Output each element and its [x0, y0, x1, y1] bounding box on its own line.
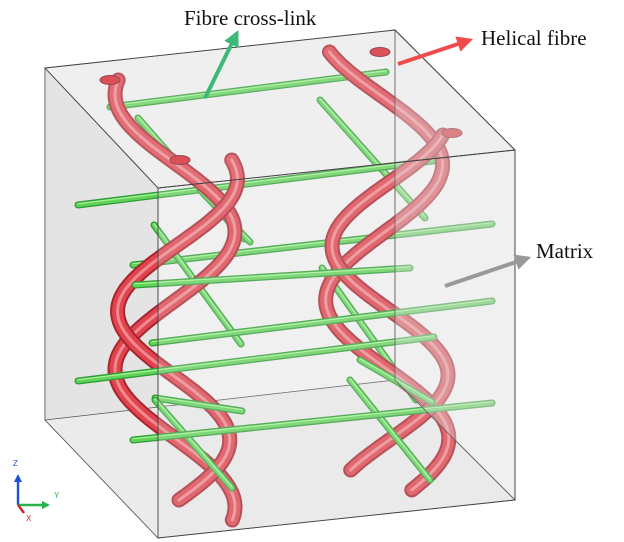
cross-link-rod-highlight: [154, 398, 233, 488]
cross-link-rod: [152, 397, 235, 491]
cross-link-rod: [75, 334, 437, 384]
cross-link-rod: [132, 265, 413, 288]
cross-link-arrow: [203, 30, 239, 99]
cross-link-rod: [130, 221, 495, 268]
cross-link-label: Fibre cross-link: [184, 6, 317, 30]
helical-fibre-end-cap: [99, 75, 121, 85]
cross-link-rod-highlight: [154, 396, 243, 411]
helical-fibre-highlight: [113, 78, 237, 522]
cross-link-rod: [152, 395, 245, 414]
cross-link-rod-highlight: [77, 158, 441, 205]
axis-x-label: X: [26, 514, 32, 523]
cross-link-rod-highlight: [151, 299, 493, 343]
axis-z-arrowhead: [14, 474, 22, 482]
axis-x-line: [17, 504, 25, 514]
axis-z-label: Z: [13, 459, 18, 468]
cross-link-rod-highlight: [349, 378, 431, 480]
cross-link-rod-highlight: [132, 401, 493, 440]
cross-link-rod-highlight: [319, 98, 426, 218]
helical-fibre-end-cap: [441, 128, 463, 138]
axis-triad: Z Y X: [13, 459, 60, 523]
cross-link-rod-highlight: [132, 222, 493, 265]
helical-fibres: [99, 44, 463, 528]
cross-link-rod: [149, 298, 495, 346]
cross-link-rod: [75, 157, 443, 208]
cross-link-rod: [317, 97, 428, 221]
helical-fibre-highlight: [116, 158, 239, 502]
cross-link-rod-highlight: [134, 266, 411, 285]
cross-link-rods-front: [74, 264, 496, 492]
helical-fibre-end-cap: [169, 155, 191, 165]
matrix-arrow: [444, 254, 532, 288]
cross-link-rod: [107, 69, 389, 110]
cross-link-rod: [347, 377, 433, 483]
axis-y-arrowhead: [42, 501, 50, 509]
helical-fibre-highlight: [330, 133, 450, 472]
cross-link-rod-highlight: [109, 70, 387, 107]
helical-fibre-label: Helical fibre: [481, 26, 587, 50]
helical-fibre-end-cap: [369, 47, 391, 57]
matrix-box-front: [44, 28, 516, 539]
cross-link-rod-highlight: [77, 335, 435, 381]
cross-link-rod-highlight: [359, 358, 433, 402]
axis-y-label: Y: [54, 491, 60, 500]
matrix-label: Matrix: [536, 239, 594, 263]
cross-link-rod: [130, 400, 495, 443]
helical-fibre-arrow: [397, 36, 474, 66]
